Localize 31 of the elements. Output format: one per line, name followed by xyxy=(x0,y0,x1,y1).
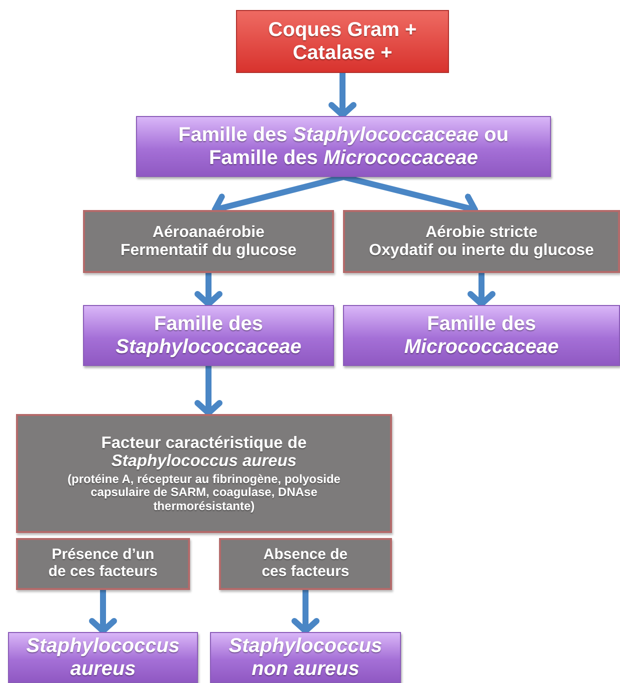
box-title: Absence de ces facteurs xyxy=(260,547,350,581)
family-box xyxy=(343,305,620,366)
criterion-box xyxy=(16,538,190,590)
box-title: Présence d’un de ces facteurs xyxy=(47,547,159,581)
arrow xyxy=(468,273,496,307)
result-box xyxy=(210,632,401,683)
box-title: Aéroanaérobie xyxy=(152,224,265,242)
box-title: Famille des Micrococcaceae xyxy=(403,313,560,358)
criterion-box xyxy=(219,538,392,590)
arrow xyxy=(292,590,320,634)
box-title: Staphylococcus aureus xyxy=(25,635,181,680)
result-box xyxy=(8,632,198,683)
box-title: Aérobie stricte xyxy=(425,224,538,242)
start-box xyxy=(236,10,449,73)
criterion-box xyxy=(16,414,392,533)
criterion-box xyxy=(343,210,620,273)
box-text: Fermentatif du glucose xyxy=(120,242,297,260)
box-title: Staphylococcus non aureus xyxy=(228,635,384,680)
arrow xyxy=(194,273,222,307)
family-box xyxy=(136,116,551,177)
arrow xyxy=(328,73,356,118)
box-title: Famille des Staphylococcaceae xyxy=(114,313,302,358)
arrow xyxy=(89,590,117,634)
criterion-box xyxy=(83,210,334,273)
box-text: (protéine A, récepteur au fibrinogène, polyoside capsulaire de SARM, coagulase, DNAse thermorésistante) xyxy=(66,472,342,514)
box-title: Facteur caractéristique de Staphylococcus aureus xyxy=(100,434,308,471)
family-box xyxy=(83,305,334,366)
box-title: Famille des Staphylococcaceae ou Famille des Micrococcaceae xyxy=(177,124,510,169)
box-title: Coques Gram + Catalase + xyxy=(267,19,418,64)
arrow xyxy=(194,366,222,416)
box-text: Oxydatif ou inerte du glucose xyxy=(369,242,594,260)
